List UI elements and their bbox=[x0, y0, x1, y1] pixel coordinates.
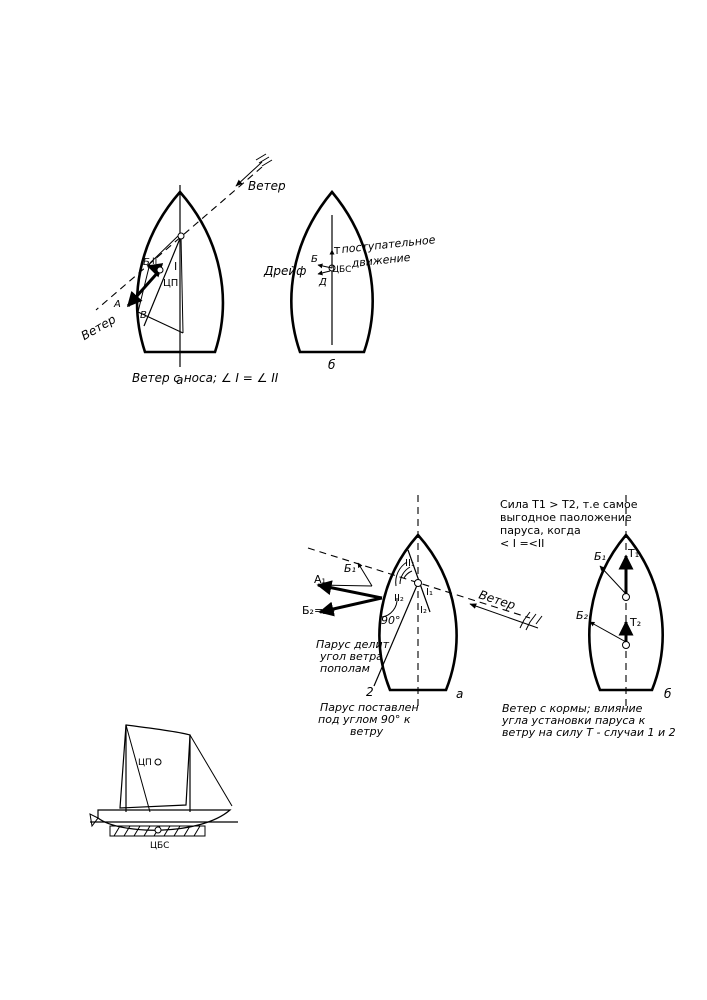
label-B1: Б₁ bbox=[344, 562, 356, 575]
cbs-label-b: ЦБС bbox=[332, 265, 351, 275]
note-line-1: Сила Т1 > Т2, т.е самое bbox=[500, 498, 638, 511]
label-II2: II₂ bbox=[394, 593, 404, 604]
halves-line-2: угол ветра bbox=[319, 650, 383, 663]
label-right-B1: Б₁ bbox=[594, 550, 606, 563]
drift-label: Дрейф bbox=[263, 264, 306, 278]
sailboat-side-view: ЦП ЦБС bbox=[89, 724, 238, 851]
sail-pivot-point bbox=[177, 232, 185, 240]
letter-A-label: А bbox=[113, 299, 121, 310]
point-2b-upper bbox=[622, 593, 630, 601]
force-arrow-B1 bbox=[357, 562, 373, 587]
note-line-2: выгодное паоложение bbox=[500, 511, 632, 524]
cbs-label-boat: ЦБС bbox=[150, 841, 169, 851]
roman-I-label: I bbox=[174, 260, 177, 273]
right-angle-arc bbox=[381, 597, 398, 618]
point-2b-lower bbox=[622, 641, 630, 649]
figure-2-stern-wind: Сила Т1 > Т2, т.е самое выгодное паоложе… bbox=[302, 495, 676, 739]
figure-label-2b: б bbox=[664, 687, 672, 701]
construction-line-3 bbox=[180, 235, 184, 334]
wind-label-left: Ветер bbox=[79, 312, 119, 343]
hull-side bbox=[97, 809, 232, 831]
forestay bbox=[189, 734, 233, 807]
letter-T-label: Т bbox=[333, 246, 341, 257]
construction-line-1 bbox=[137, 262, 151, 313]
sail bbox=[119, 724, 191, 809]
stern-line-3: ветру на силу Т - случаи 1 и 2 bbox=[502, 726, 676, 739]
force-arrow-A1 bbox=[316, 580, 383, 600]
halves-line-3: пополам bbox=[320, 662, 370, 675]
perp-line-3: ветру bbox=[350, 725, 384, 738]
sail-stay bbox=[125, 724, 151, 813]
note-line-4: < I =<II bbox=[500, 537, 544, 550]
stern-line-2: угла установки паруса к bbox=[501, 714, 646, 727]
construction-line-4 bbox=[149, 235, 179, 264]
label-I2: I₂ bbox=[420, 605, 427, 616]
letter-V-label: В bbox=[140, 310, 147, 321]
label-90deg: 90° bbox=[381, 614, 401, 627]
label-I1: I₁ bbox=[426, 587, 433, 598]
wind-arrow-icon-2 bbox=[469, 603, 543, 631]
arrow-B2-right bbox=[589, 621, 627, 643]
arrow-B-drift bbox=[317, 263, 333, 269]
label-right-T2: Т₂ bbox=[629, 616, 641, 629]
pivot-point-2a bbox=[414, 579, 422, 587]
sail-line-a bbox=[143, 235, 182, 327]
roman-II-label: II bbox=[152, 257, 157, 267]
construction-line-2a bbox=[317, 584, 373, 587]
construction-line-2 bbox=[137, 311, 184, 334]
construction-line-2b bbox=[319, 597, 383, 613]
angle-arcs bbox=[395, 561, 413, 587]
letter-D-label: Д bbox=[318, 277, 327, 288]
cbs-point-boat bbox=[154, 826, 162, 834]
cp-point-boat bbox=[154, 758, 162, 766]
hull-outline-b bbox=[290, 189, 374, 354]
keel-hatch bbox=[109, 825, 206, 837]
figure-1-headwind: Ветер I II Б А В ЦП Ветер а Т Б Д ЦБС Др… bbox=[79, 153, 436, 387]
stern-line-1: Ветер с кормы; влияние bbox=[502, 702, 643, 715]
label-A1: А₁ bbox=[314, 573, 326, 586]
figure-1-caption: Ветер с носа; ∠ I = ∠ II bbox=[132, 371, 279, 385]
perp-line-1: Парус поставлен bbox=[320, 701, 419, 714]
wind-line-2 bbox=[307, 547, 531, 619]
figure-label-b: б bbox=[328, 358, 336, 372]
arrow-B1-right bbox=[599, 565, 627, 595]
figure-label-a: а bbox=[176, 373, 183, 387]
wind-arrow-icon bbox=[235, 153, 273, 187]
sail-line-2 bbox=[373, 582, 419, 687]
cp-point-a bbox=[156, 266, 164, 274]
letter-B2-label: Б bbox=[311, 254, 318, 265]
figure-label-2a: а bbox=[456, 687, 463, 701]
label-right-T1: Т₁ bbox=[627, 547, 639, 560]
label-two: 2 bbox=[366, 685, 374, 699]
letter-B-label: Б bbox=[143, 257, 150, 268]
perp-line-2: под углом 90° к bbox=[318, 713, 411, 726]
wind-label-top: Ветер bbox=[248, 179, 286, 193]
label-B2-A2: Б₂=А₂ bbox=[302, 604, 335, 617]
note-line-3: паруса, когда bbox=[500, 524, 581, 537]
label-II1: II₁ bbox=[405, 558, 415, 569]
forward-motion-label-2: движение bbox=[350, 251, 411, 270]
bow-fitting bbox=[89, 813, 99, 828]
cp-label-a: ЦП bbox=[163, 278, 178, 289]
cp-label-boat: ЦП bbox=[138, 758, 152, 768]
halves-line-1: Парус делит bbox=[316, 638, 390, 651]
label-right-B2: Б₂ bbox=[576, 609, 589, 622]
arrow-D-drift bbox=[317, 270, 331, 276]
